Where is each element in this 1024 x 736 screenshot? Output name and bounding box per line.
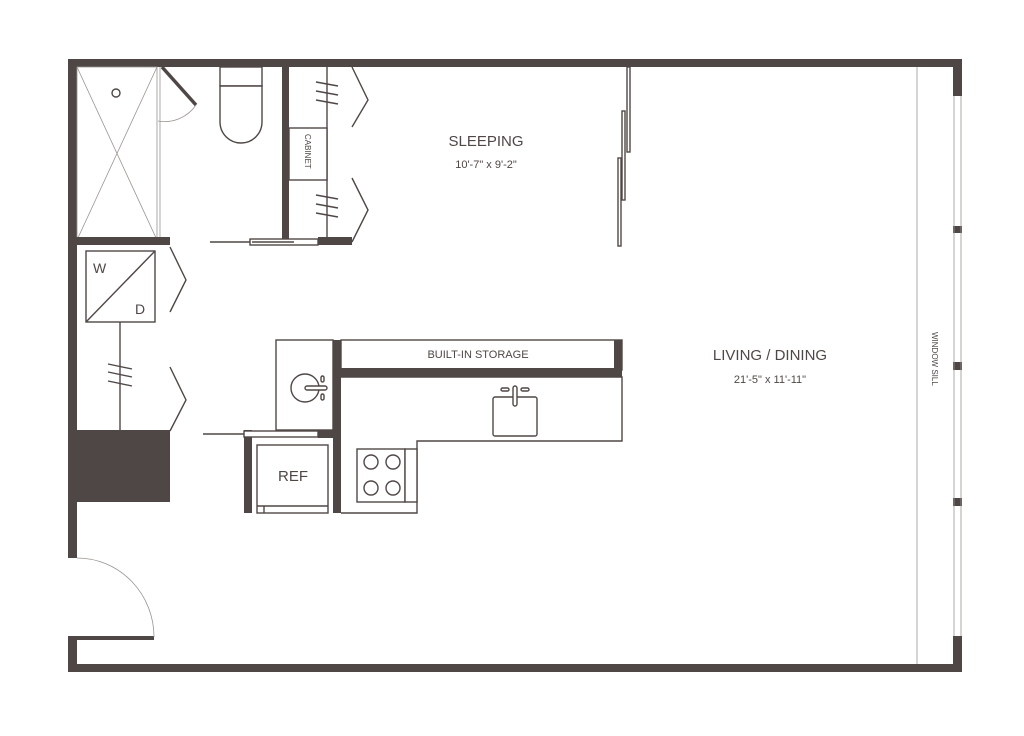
exterior-walls: [68, 59, 962, 672]
closet: CABINET: [288, 67, 339, 237]
bath-closet-wall: [282, 67, 289, 245]
fridge-wall: [244, 430, 252, 513]
stove: [356, 448, 418, 503]
vanity-sliding-door[interactable]: [203, 430, 319, 438]
kitchen-sink: [492, 385, 538, 437]
windows: [953, 96, 962, 636]
fridge-label: REF: [278, 468, 308, 485]
sleeping-room-dimensions: 10'-7" x 9'-2": [455, 159, 517, 171]
kitchen-wall: [333, 340, 341, 513]
sleeping-room-name: SLEEPING: [448, 133, 523, 150]
bathroom-sliding-door[interactable]: [210, 238, 319, 246]
living-room-dimensions: 21'-5" x 11'-11": [734, 374, 806, 386]
entry-door[interactable]: [68, 557, 155, 640]
toilet: [219, 66, 263, 144]
shower: [76, 66, 161, 241]
storage-label: BUILT-IN STORAGE: [427, 349, 528, 361]
refrigerator: REF: [256, 444, 329, 514]
fridge-top-wall: [318, 430, 333, 438]
drain-icon: [111, 88, 121, 98]
hanger-icon: [315, 81, 339, 218]
bath-bottom-wall: [68, 237, 170, 245]
living-room-name: LIVING / DINING: [713, 347, 827, 364]
coat-closet-bifold-door[interactable]: [169, 366, 187, 432]
laundry-bifold-door[interactable]: [169, 246, 187, 313]
coat-closet: [107, 322, 133, 430]
vanity: [275, 339, 334, 431]
kitchen-counter: [341, 376, 623, 514]
cabinet-label: CABINET: [303, 134, 312, 169]
sleeping-sliding-panels[interactable]: [617, 66, 631, 247]
bathroom-door[interactable]: [157, 65, 198, 122]
washer-label: W: [93, 260, 107, 276]
built-in-storage: BUILT-IN STORAGE: [340, 339, 623, 377]
washer-dryer: W D: [85, 250, 156, 323]
window-sill-label: WINDOW SILL: [930, 332, 939, 386]
closet-bifold-door[interactable]: [351, 177, 369, 243]
structural-column: [77, 430, 170, 502]
dryer-label: D: [135, 301, 145, 317]
closet-wall: [318, 237, 352, 245]
closet-bifold-door[interactable]: [351, 66, 369, 128]
